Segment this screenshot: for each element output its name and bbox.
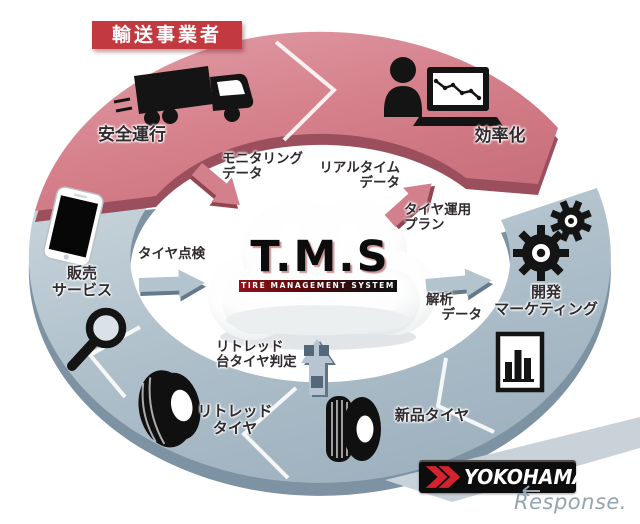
- chevron-top-icon: [274, 40, 337, 142]
- segment-label-dev-marketing: 開発 マーケティング: [494, 283, 598, 318]
- segment-label-safe-operation: 安全運行: [78, 125, 186, 145]
- response-arrow-icon: [522, 485, 540, 496]
- efficiency-text: 効率化: [474, 126, 526, 146]
- flow-label-realtime: リアルタイム データ: [319, 160, 400, 192]
- gears-icon: [513, 200, 592, 281]
- header-label: 輸送事業者: [92, 21, 242, 49]
- segment-label-new-tire: 新品タイヤ: [394, 406, 470, 424]
- segment-label-efficiency: 効率化: [460, 126, 540, 146]
- yokohama-wordmark: YOKOHAMA: [464, 464, 588, 489]
- flow-chevrons: [86, 40, 495, 480]
- segment-label-retread-tire: リトレッド タイヤ: [197, 402, 273, 437]
- chevron-bottom-icon: [241, 386, 298, 480]
- flow-label-retread-judge: リトレッド 台タイヤ判定: [216, 339, 297, 371]
- magnifier-icon: [67, 307, 127, 371]
- truck-icon: [113, 66, 254, 126]
- segment-label-sales-service: 販売 サービス: [51, 264, 112, 299]
- response-watermark: Response.: [514, 485, 640, 514]
- safe-operation-text: 安全運行: [98, 125, 166, 145]
- person-laptop-icon: [384, 57, 503, 126]
- inspection-arrow-icon: [138, 268, 207, 303]
- yokohama-chevron-icon: [425, 465, 461, 488]
- cloud-subtitle: TIRE MANAGEMENT SYSTEM: [239, 280, 397, 292]
- yokohama-logo: YOKOHAMA: [419, 460, 587, 493]
- flow-label-monitoring: モニタリング データ: [222, 151, 303, 183]
- new-tire-icon: [326, 396, 381, 462]
- bar-chart-icon: [495, 331, 545, 393]
- cloud-title: T.M.S: [250, 232, 390, 282]
- chevron-bottom-right-icon: [435, 357, 495, 434]
- retread-up-arrow-icon: [301, 339, 336, 397]
- retread-tire-icon: [138, 370, 201, 448]
- flow-label-tire-plan: タイヤ運用 プラン: [404, 202, 472, 234]
- flow-label-tire-inspection: タイヤ点検: [138, 246, 206, 262]
- flow-label-analysis: 解析 データ: [426, 292, 482, 324]
- smartphone-icon: [43, 186, 104, 267]
